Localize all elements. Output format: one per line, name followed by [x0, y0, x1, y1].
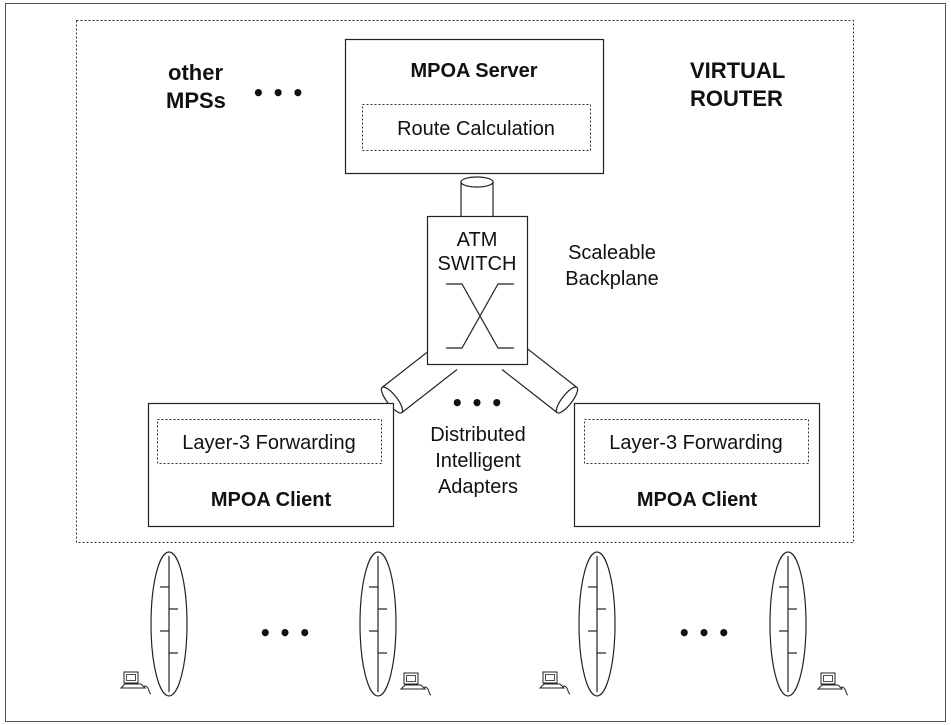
- outer-frame: [5, 3, 946, 722]
- lan-ellipsis-left: • • •: [259, 621, 311, 645]
- computer-icon: [538, 671, 571, 695]
- computer-icon: [119, 671, 152, 695]
- route-calculation-box: [362, 104, 591, 151]
- lan-segment-icon: [769, 551, 807, 697]
- mpoa-client-right-label: MPOA Client: [637, 489, 758, 511]
- other-mpss-label-line1: other: [168, 60, 223, 85]
- route-calculation-label: Route Calculation: [397, 118, 555, 140]
- atm-switch-label-line1: ATM: [457, 229, 498, 251]
- hosts-group: [119, 671, 849, 696]
- atm-switch-box: ATM SWITCH: [426, 215, 529, 366]
- virtual-router-label-line1: VIRTUAL: [690, 58, 785, 83]
- layer3-forwarding-right-box: [584, 419, 809, 464]
- adapters-ellipsis: • • •: [451, 391, 503, 415]
- layer3-forwarding-right-label: Layer-3 Forwarding: [609, 432, 782, 454]
- computer-icon: [399, 672, 432, 696]
- scaleable-backplane-label-line1: Scaleable: [568, 242, 656, 264]
- lan-segment-icon: [578, 551, 616, 697]
- lan-ellipsis-right: • • •: [678, 621, 730, 645]
- atm-switch-label-line2: SWITCH: [438, 253, 517, 275]
- other-mpss-ellipsis: • • •: [252, 81, 304, 105]
- distributed-adapters-label-line1: Distributed: [430, 424, 526, 446]
- mpoa-client-right-box: Layer-3 Forwarding MPOA Client: [573, 402, 821, 528]
- mpoa-server-label: MPOA Server: [410, 60, 537, 82]
- layer3-forwarding-left-label: Layer-3 Forwarding: [182, 432, 355, 454]
- distributed-adapters-label-line2: Intelligent: [435, 450, 521, 472]
- distributed-adapters-label-line3: Adapters: [438, 476, 518, 498]
- mpoa-client-left-box: Layer-3 Forwarding MPOA Client: [147, 402, 395, 528]
- layer3-forwarding-left-box: [157, 419, 382, 464]
- crossbar-switch-icon: [446, 283, 514, 349]
- lan-segment-icon: [359, 551, 397, 697]
- server-switch-pipe-icon: [460, 176, 494, 216]
- virtual-router-boundary: [76, 20, 854, 543]
- mpoa-server-box: MPOA Server Route Calculation: [344, 38, 605, 175]
- mpoa-client-left-label: MPOA Client: [211, 489, 332, 511]
- virtual-router-label-line2: ROUTER: [690, 86, 783, 111]
- computer-icon: [816, 672, 849, 696]
- scaleable-backplane-label-line2: Backplane: [565, 268, 658, 290]
- other-mpss-label-line2: MPSs: [166, 88, 226, 113]
- lan-segments-group: [150, 551, 807, 697]
- lan-segment-icon: [150, 551, 188, 697]
